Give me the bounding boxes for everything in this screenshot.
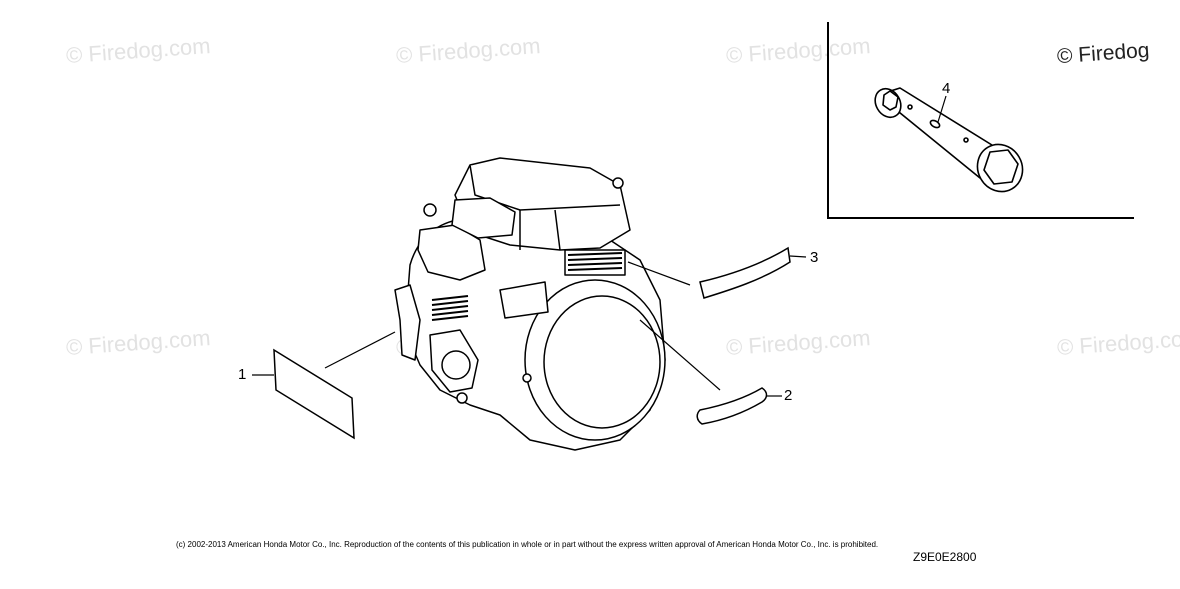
leader-line-3 xyxy=(789,255,807,258)
small-label[interactable] xyxy=(696,387,768,425)
engine-assembly[interactable] xyxy=(394,157,666,451)
diagram-code: Z9E0E2800 xyxy=(913,550,977,564)
indicator-line-3 xyxy=(627,261,691,286)
indicator-line-2 xyxy=(639,319,721,391)
indicator-line-1 xyxy=(324,331,396,369)
caution-label[interactable] xyxy=(699,246,791,299)
tool-box-frame xyxy=(827,22,1134,219)
label-plate[interactable] xyxy=(273,348,355,440)
copyright-notice: (c) 2002-2013 American Honda Motor Co., … xyxy=(176,540,879,549)
tool-wrench[interactable] xyxy=(870,84,1031,200)
leader-line-4 xyxy=(937,95,947,123)
callout-part-3[interactable]: 3 xyxy=(810,249,819,266)
callout-part-4[interactable]: 4 xyxy=(942,80,951,97)
callout-part-1[interactable]: 1 xyxy=(238,366,247,383)
callout-part-2[interactable]: 2 xyxy=(784,387,793,404)
